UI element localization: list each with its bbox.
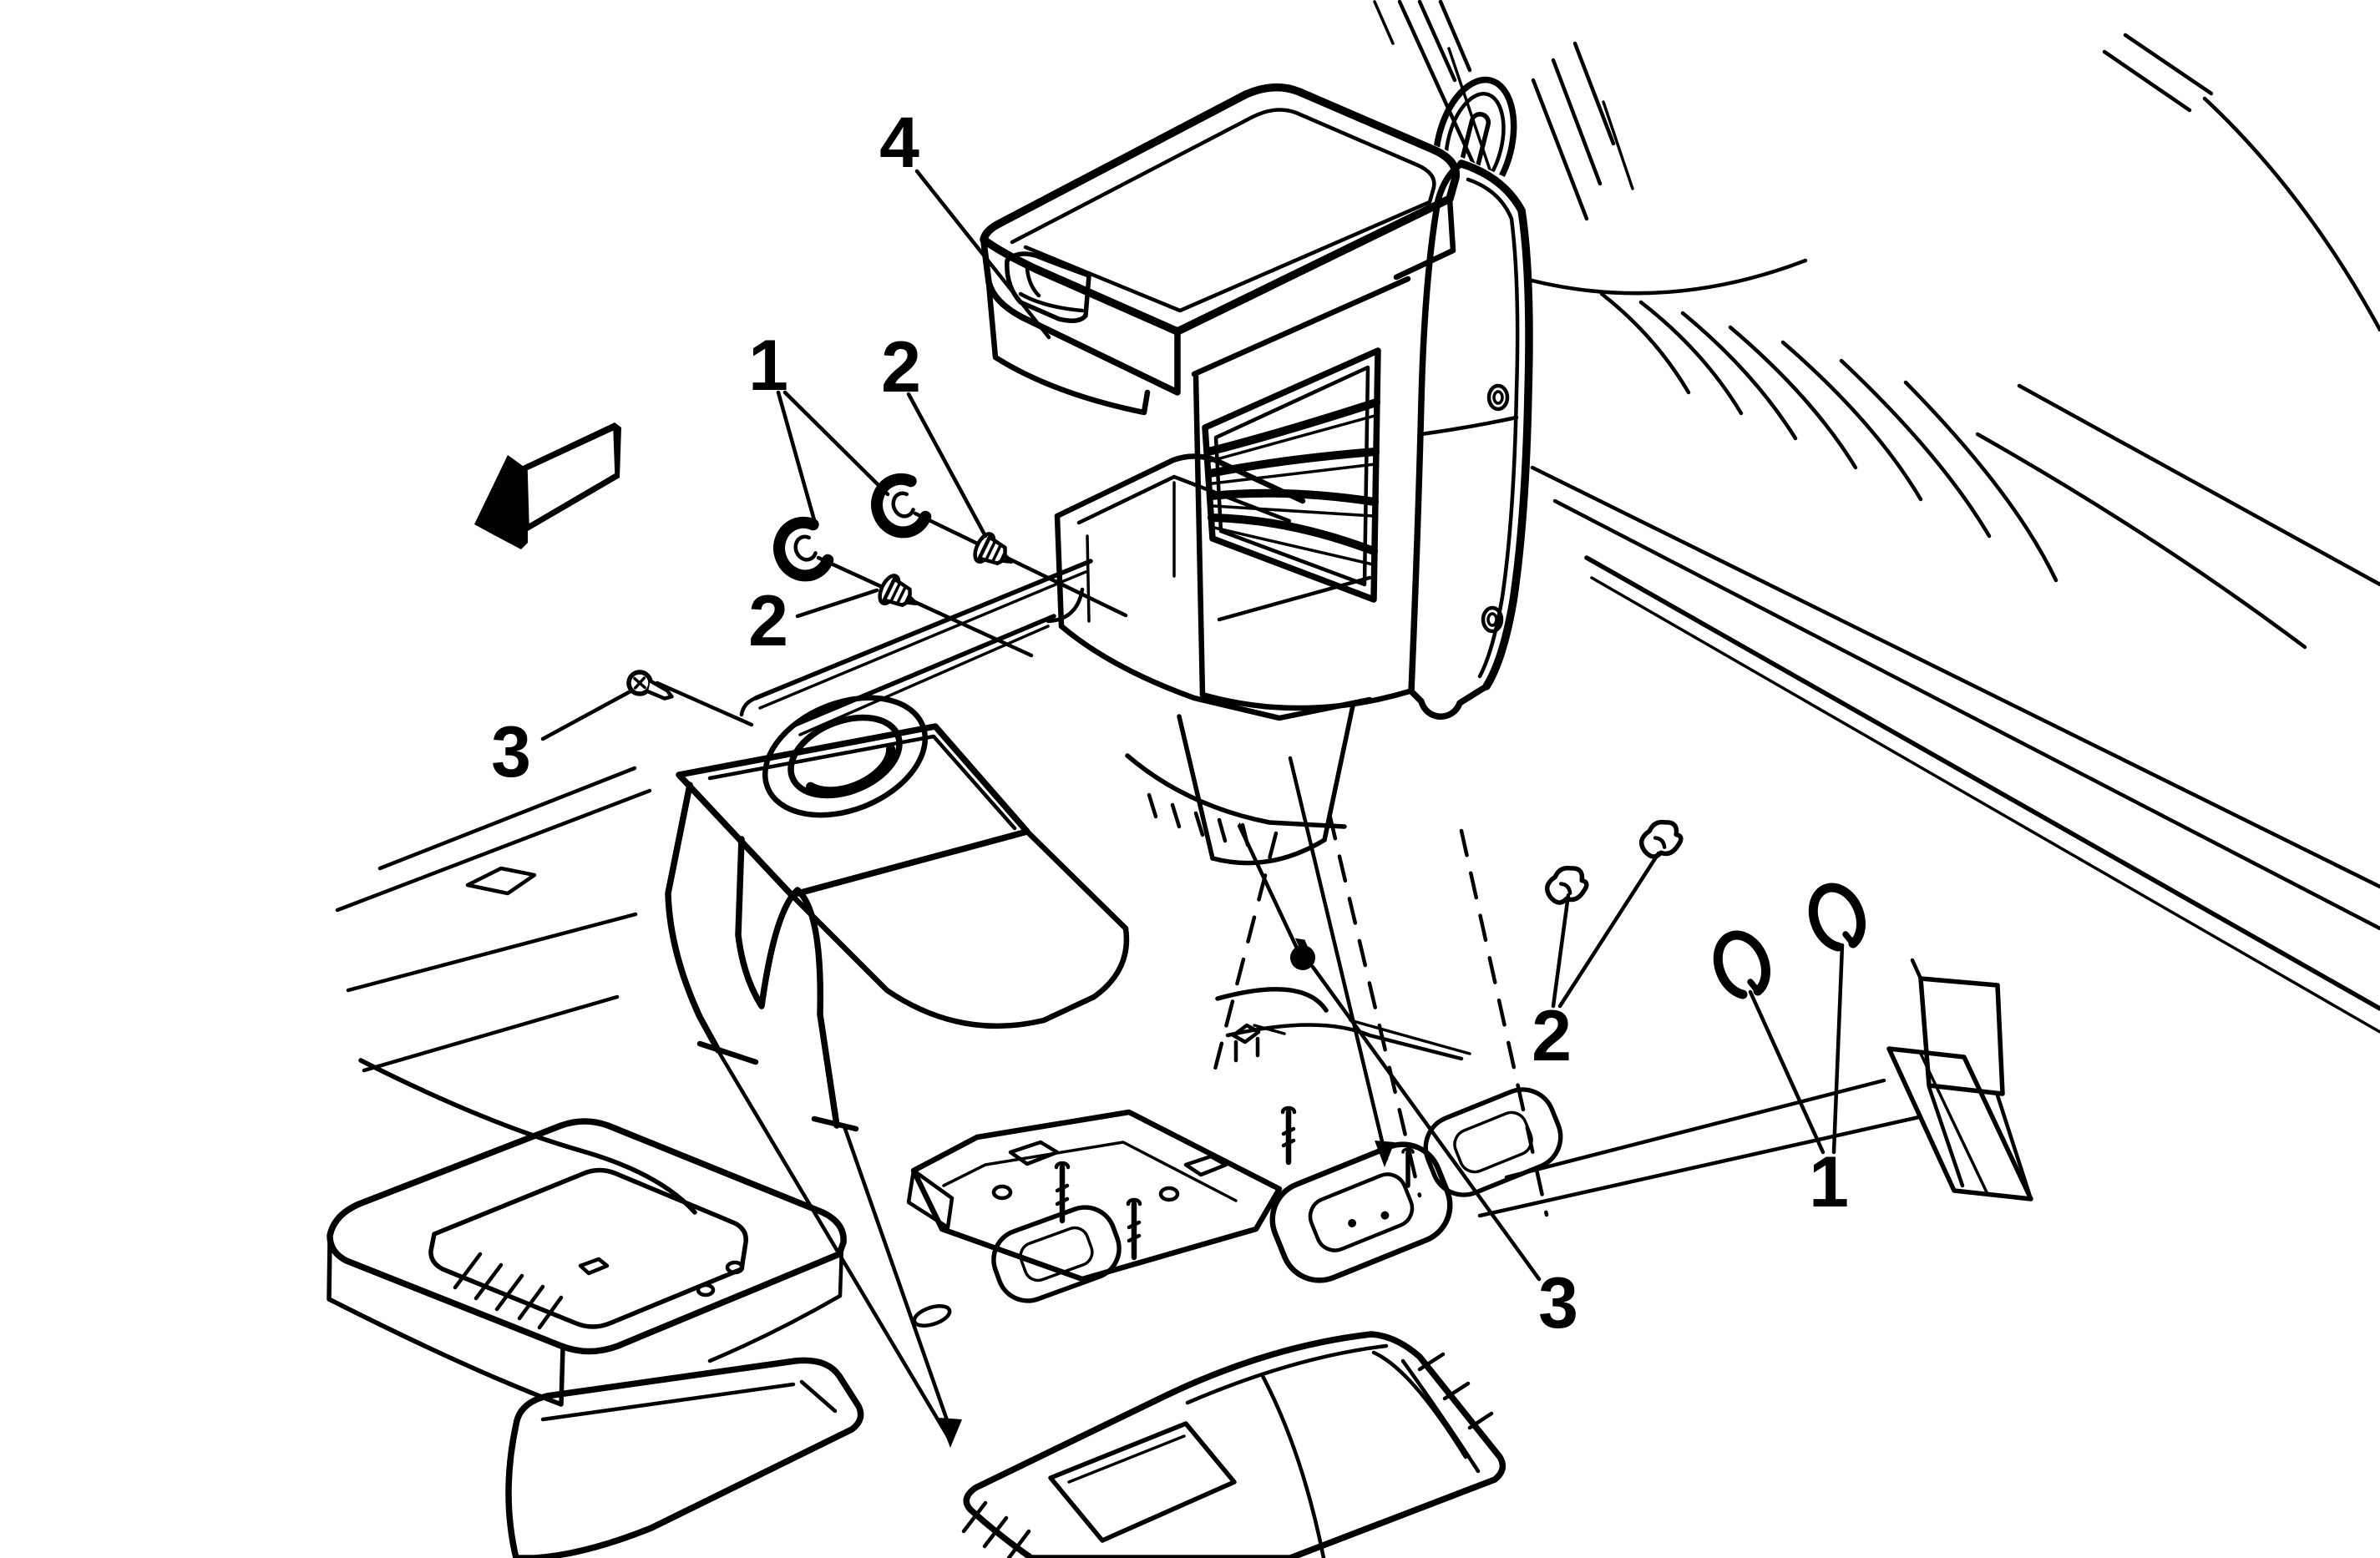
front-floor-carpet xyxy=(505,1357,864,1558)
nut-lower xyxy=(876,573,923,616)
console-pedestal xyxy=(1191,276,1413,711)
callout-labels: 4 1 2 2 3 2 1 3 xyxy=(491,103,1849,1343)
right-side-panel xyxy=(1408,159,1533,720)
right-sill-lines xyxy=(1530,465,2380,1201)
tunnel-trim-strips xyxy=(739,559,1093,736)
screw-front xyxy=(627,670,676,701)
floor-seat-riser xyxy=(327,1118,847,1407)
callout-1-left-label: 1 xyxy=(748,326,788,406)
nut-upper xyxy=(971,531,1018,574)
console-front-cover xyxy=(664,695,1130,1132)
callout-2-upper-left-label: 2 xyxy=(881,327,921,407)
callout-2-lower-left-label: 2 xyxy=(748,581,788,661)
callout-1-right-label: 1 xyxy=(1809,1142,1849,1222)
console-mounting-bracket xyxy=(906,987,1922,1328)
console-base xyxy=(1054,453,1373,866)
armrest-lid xyxy=(980,83,1460,416)
callout-3-left-label: 3 xyxy=(491,712,531,792)
vent-grille xyxy=(1202,347,1381,603)
callout-3-bottom-label: 3 xyxy=(1538,1263,1578,1343)
ring-clip-right-a xyxy=(1813,888,1861,947)
left-sill-and-tunnel xyxy=(335,766,697,1215)
front-direction-arrow xyxy=(474,422,621,549)
stud-axis-lines xyxy=(655,511,1128,727)
callout-2-right-label: 2 xyxy=(1532,996,1572,1076)
callout-4-label: 4 xyxy=(879,103,919,183)
push-nut-right-a xyxy=(1637,817,1684,860)
alignment-locators xyxy=(717,756,1549,1448)
retainer-clip-lower xyxy=(772,518,831,583)
leader-lines xyxy=(540,169,1845,1282)
rear-floor-carpet xyxy=(961,1331,1506,1558)
console-assembly xyxy=(980,83,1533,866)
ring-clip-right-b xyxy=(1718,935,1765,994)
floor-box-bottom-center xyxy=(1048,1421,1237,1543)
